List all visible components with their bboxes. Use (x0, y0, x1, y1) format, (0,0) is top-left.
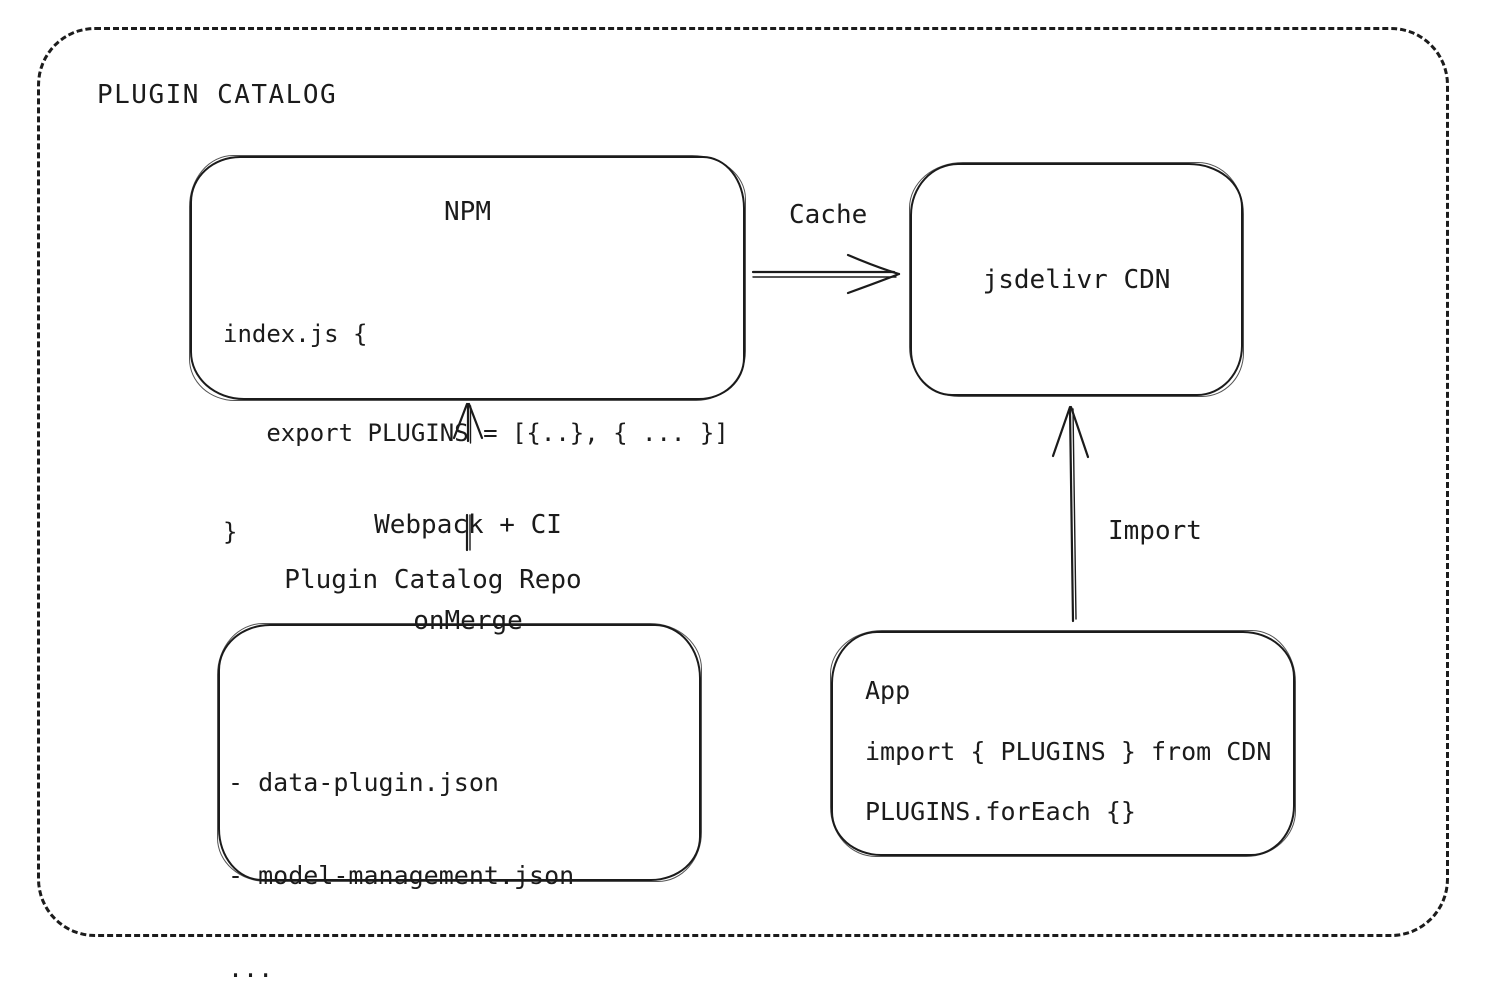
repo-node-label: Plugin Catalog Repo (284, 565, 582, 595)
plugin-catalog-frame (37, 27, 1449, 937)
cdn-node-title: jsdelivr CDN (982, 264, 1171, 295)
build-edge-label-top: Webpack + CI (374, 510, 562, 540)
npm-code-line: index.js { (223, 320, 368, 348)
npm-code-block: index.js { export PLUGINS = [{..}, { ...… (223, 252, 729, 615)
app-code-line: PLUGINS.forEach {} (865, 797, 1136, 826)
repo-file-item: - model-management.json (228, 861, 575, 890)
repo-file-item: ... (228, 954, 274, 983)
app-node: App import { PLUGINS } from CDN PLUGINS.… (830, 630, 1296, 857)
frame-title: PLUGIN CATALOG (97, 80, 338, 110)
app-code-line: import { PLUGINS } from CDN (865, 737, 1272, 766)
repo-file-item: - data-plugin.json (228, 768, 499, 797)
npm-node-title: NPM (444, 197, 491, 227)
import-edge-label: Import (1108, 516, 1202, 546)
npm-code-line: export PLUGINS = [{..}, { ... }] (223, 419, 729, 447)
cache-edge-label: Cache (789, 200, 868, 230)
build-edge-label: Webpack + CI onMerge (374, 445, 562, 701)
repo-file-list: - data-plugin.json - model-management.js… (228, 705, 574, 1002)
cdn-node: jsdelivr CDN (909, 162, 1244, 397)
npm-node: NPM index.js { export PLUGINS = [{..}, {… (189, 155, 746, 546)
build-edge-label-bottom: onMerge (413, 606, 523, 636)
npm-code-line: } (223, 518, 238, 546)
app-node-title: App (865, 676, 911, 705)
